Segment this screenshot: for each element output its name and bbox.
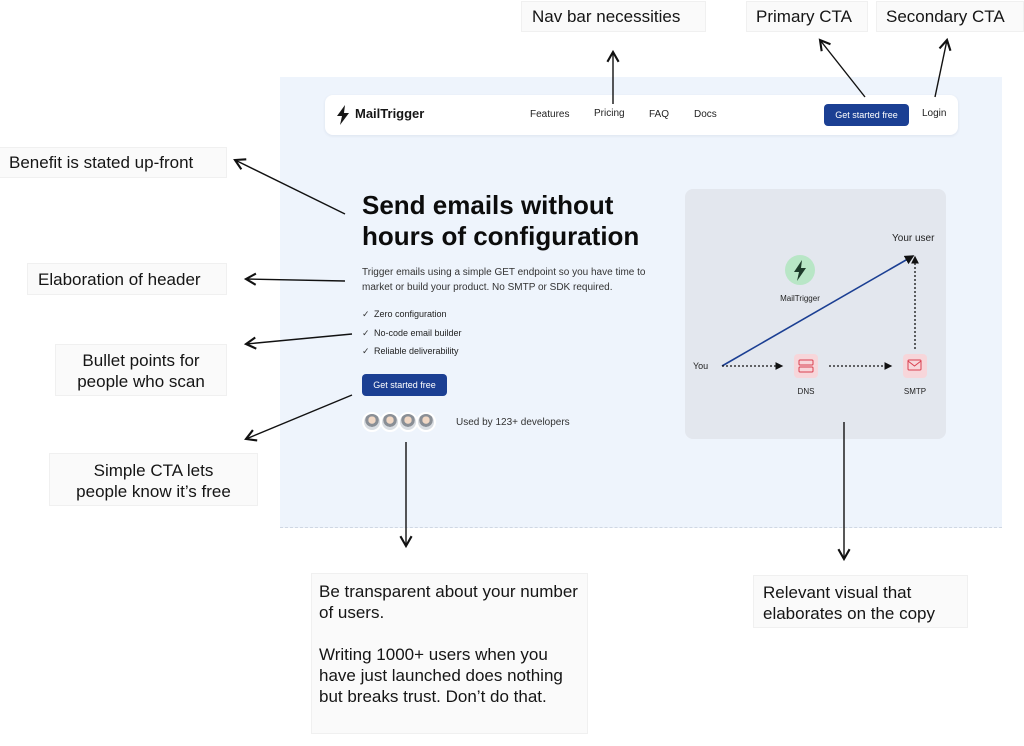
server-icon <box>798 359 814 373</box>
annotation-visual-line1: Relevant visual that <box>763 583 912 602</box>
check-icon: ✓ <box>362 346 370 356</box>
annotation-cta: Simple CTA lets people know it’s free <box>50 454 257 505</box>
avatar <box>416 412 436 432</box>
nav-link-faq[interactable]: FAQ <box>649 109 670 120</box>
lightning-bolt-icon <box>337 105 349 125</box>
annotation-users-para1: Be transparent about your number of user… <box>319 582 578 622</box>
dns-node-box <box>794 354 818 378</box>
bullet-item: ✓ Reliable deliverability <box>362 346 459 357</box>
smtp-label: SMTP <box>904 387 926 396</box>
hero-title: Send emails without hours of configurati… <box>362 190 682 252</box>
annotation-cta-line2: people know it’s free <box>76 482 231 501</box>
check-icon: ✓ <box>362 309 370 319</box>
hero-title-line1: Send emails without <box>362 190 614 220</box>
annotation-bullets-line1: Bullet points for <box>82 351 200 370</box>
nav-login-link[interactable]: Login <box>922 108 947 119</box>
visual-panel <box>685 189 946 439</box>
you-label: You <box>693 361 708 371</box>
bullet-item: ✓ No-code email builder <box>362 328 462 339</box>
annotation-users-para2: Writing 1000+ users when you have just l… <box>319 645 563 706</box>
dns-node: DNS <box>794 354 818 396</box>
bullet-text: Reliable deliverability <box>374 346 459 356</box>
annotation-cta-line1: Simple CTA lets <box>93 461 214 480</box>
bullet-text: Zero configuration <box>374 309 447 319</box>
brand-logo-text[interactable]: MailTrigger <box>355 106 425 121</box>
annotation-bullets: Bullet points for people who scan <box>56 345 226 395</box>
avatar <box>362 412 382 432</box>
your-user-label: Your user <box>892 233 935 244</box>
lightning-bolt-icon <box>794 260 806 281</box>
hero-get-started-button[interactable]: Get started free <box>362 374 447 396</box>
hero-title-line2: hours of configuration <box>362 221 640 251</box>
nav-link-features[interactable]: Features <box>530 109 570 120</box>
mailtrigger-label: MailTrigger <box>780 294 820 303</box>
annotation-primary-cta: Primary CTA <box>747 2 867 31</box>
annotation-nav: Nav bar necessities <box>522 2 705 31</box>
annotation-bullets-line2: people who scan <box>77 372 205 391</box>
annotation-benefit: Benefit is stated up-front <box>0 148 226 177</box>
mailtrigger-node: MailTrigger <box>780 255 820 303</box>
hero-subtitle: Trigger emails using a simple GET endpoi… <box>362 267 646 293</box>
bullet-text: No-code email builder <box>374 328 462 338</box>
social-proof-text: Used by 123+ developers <box>456 417 570 428</box>
avatar <box>398 412 418 432</box>
check-icon: ✓ <box>362 328 370 338</box>
annotation-users: Be transparent about your number of user… <box>312 574 587 733</box>
dns-label: DNS <box>798 387 815 396</box>
avatar <box>380 412 400 432</box>
mail-send-icon <box>907 359 922 371</box>
smtp-node: SMTP <box>903 354 927 396</box>
annotation-visual-line2: elaborates on the copy <box>763 604 936 623</box>
annotation-visual: Relevant visual that elaborates on the c… <box>754 576 967 627</box>
flow-diagram: MailTrigger You DNS SMTP Your user <box>693 233 935 396</box>
bullet-item: ✓ Zero configuration <box>362 309 447 320</box>
annotation-elaboration: Elaboration of header <box>28 264 226 294</box>
nav-link-docs[interactable]: Docs <box>694 109 717 120</box>
nav-link-pricing[interactable]: Pricing <box>594 108 625 119</box>
direct-arrow <box>721 255 915 367</box>
annotation-secondary-cta: Secondary CTA <box>877 2 1023 31</box>
nav-get-started-button[interactable]: Get started free <box>824 104 909 126</box>
